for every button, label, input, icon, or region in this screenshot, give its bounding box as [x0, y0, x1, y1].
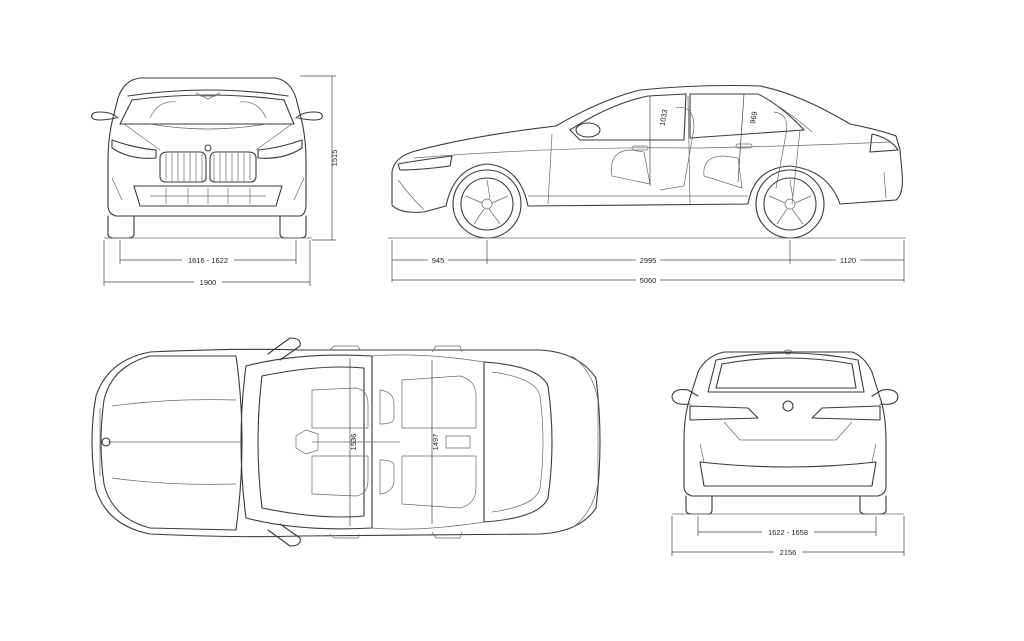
top-view: 1536 1497 [91, 337, 601, 547]
front-view: 1515 1616 - 1622 1900 [91, 75, 339, 287]
front-track-dimension-label: 1616 - 1622 [188, 256, 228, 265]
wheelbase-dimension-label: 2995 [640, 256, 657, 265]
width-with-mirrors-dimension-label: 2156 [780, 548, 797, 557]
front-overhang-dimension-label: 945 [432, 256, 445, 265]
rear-overhang-dimension-label: 1120 [840, 256, 856, 265]
front-shoulder-dimension-label: 1536 [349, 434, 358, 451]
length-dimension-label: 5060 [640, 276, 657, 285]
rear-track-dimension-label: 1622 - 1658 [768, 528, 808, 537]
rear-view: 1622 - 1658 2156 [671, 349, 905, 557]
rear-shoulder-dimension-label: 1497 [431, 434, 440, 451]
height-dimension-label: 1515 [330, 150, 339, 167]
width-dimension-label: 1900 [200, 278, 217, 287]
front-headroom-dimension-label: 1033 [658, 109, 670, 127]
rear-headroom-dimension-label: 969 [748, 111, 759, 125]
side-view: 1033 969 945 2995 1120 5060 [388, 84, 906, 285]
